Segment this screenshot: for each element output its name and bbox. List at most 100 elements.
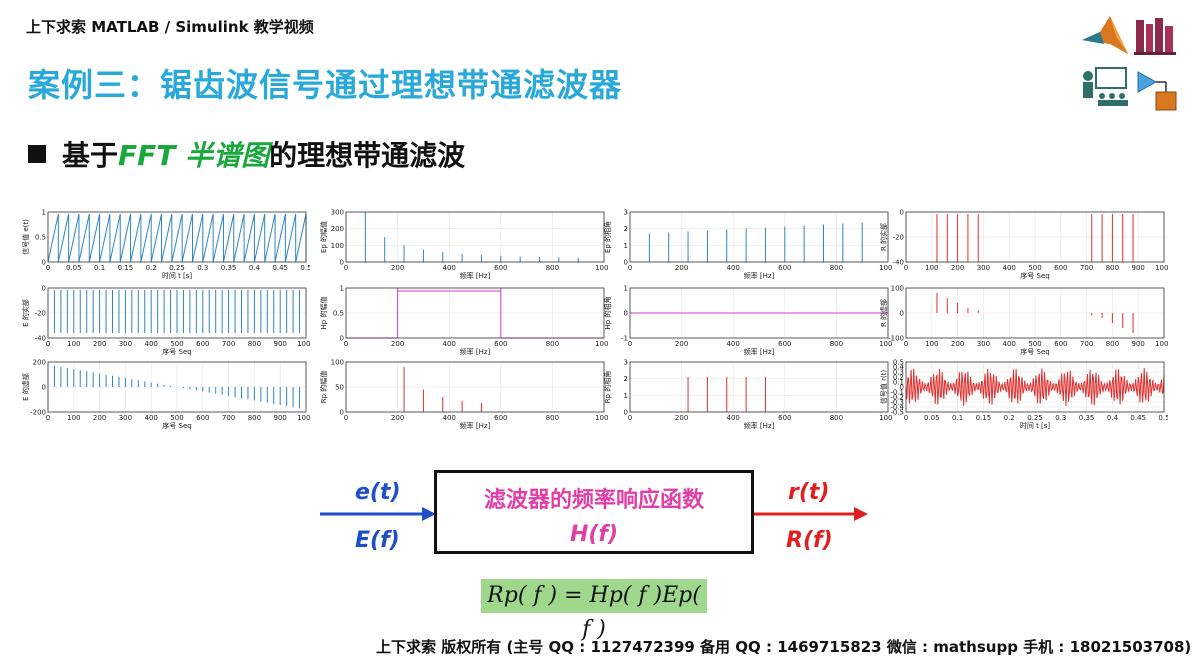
x-tick-label: 600	[1054, 340, 1067, 348]
x-tick-label: 0.05	[924, 414, 940, 422]
y-tick-label: 0	[900, 384, 904, 392]
x-tick-label: 0	[46, 264, 50, 272]
x-tick-label: 0.45	[1130, 414, 1146, 422]
plot-panel: 010020030040050060070080090010001000-100…	[878, 282, 1168, 357]
x-tick-label: 0.45	[272, 264, 288, 272]
x-tick-label: 0	[628, 340, 632, 348]
axes-frame	[905, 211, 1165, 263]
y-axis-label: E 的实部	[21, 299, 30, 327]
x-tick-label: 600	[778, 414, 791, 422]
x-tick-label: 0.1	[952, 414, 963, 422]
x-axis-label: 序号 Seq	[162, 347, 191, 356]
bullet-row: 基于 FFT 半谱图 的理想带通滤波	[28, 134, 465, 174]
x-tick-label: 100	[925, 340, 938, 348]
y-tick-label: 1	[624, 242, 628, 250]
output-freq-label: R(f)	[786, 528, 833, 553]
plot-svg: 020040060080010003210频率 [Hz]Rp 的相角	[603, 359, 892, 431]
x-axis-label: 频率 [Hz]	[460, 347, 491, 356]
y-tick-label: 0	[340, 259, 344, 267]
x-tick-label: 800	[1106, 264, 1119, 272]
x-tick-label: 600	[494, 340, 507, 348]
y-tick-label: 1	[624, 285, 628, 293]
y-tick-label: 0	[624, 409, 628, 417]
y-tick-label: 0.5	[893, 359, 904, 367]
x-tick-label: 700	[1080, 340, 1093, 348]
y-tick-label: -1	[621, 335, 628, 343]
y-tick-label: 3	[624, 209, 628, 217]
y-tick-label: 100	[891, 285, 904, 293]
x-tick-label: 0	[904, 414, 908, 422]
plot-svg: 010020030040050060070080090010002000-200…	[21, 359, 310, 431]
y-tick-label: 0	[900, 209, 904, 217]
x-tick-label: 900	[1132, 264, 1145, 272]
x-tick-label: 0.35	[221, 264, 237, 272]
x-tick-label: 0	[628, 264, 632, 272]
y-tick-label: 0	[900, 310, 904, 318]
x-tick-label: 200	[391, 414, 404, 422]
y-tick-label: -40	[35, 335, 46, 343]
y-tick-label: 200	[33, 359, 46, 367]
x-tick-label: 400	[727, 264, 740, 272]
x-tick-label: 400	[145, 340, 158, 348]
x-tick-label: 600	[196, 414, 209, 422]
plot-svg: 010020030040050060070080090010000-20-40序…	[21, 285, 310, 357]
y-tick-label: 300	[331, 209, 344, 217]
y-tick-label: 1	[624, 392, 628, 400]
plot-svg: 020040060080010003210频率 [Hz]Ep 的相角	[603, 209, 892, 281]
axes-frame	[47, 361, 307, 413]
x-tick-label: 0	[344, 340, 348, 348]
signal-trace	[936, 293, 1134, 333]
input-freq-label: E(f)	[355, 528, 400, 553]
matlab-logo-icon	[1082, 16, 1128, 54]
signal-trace	[687, 377, 766, 412]
y-tick-label: 0.5	[333, 310, 344, 318]
x-tick-label: 0.2	[146, 264, 157, 272]
x-tick-label: 0.4	[249, 264, 261, 272]
y-axis-label: 信号值 e(t)	[21, 219, 30, 255]
y-tick-label: 0	[42, 285, 46, 293]
x-tick-label: 400	[727, 340, 740, 348]
signal-trace	[53, 365, 301, 409]
y-tick-label: -40	[893, 259, 904, 267]
y-tick-label: 50	[335, 384, 344, 392]
y-tick-label: 0.5	[35, 234, 46, 242]
y-axis-label: 信号值 r(t)	[879, 370, 888, 405]
x-tick-label: 300	[977, 264, 990, 272]
x-tick-label: 0.25	[169, 264, 185, 272]
input-time-label: e(t)	[355, 480, 401, 505]
plot-panel: 020040060080010003210频率 [Hz]Ep 的相角	[602, 206, 892, 281]
x-tick-label: 200	[675, 414, 688, 422]
x-tick-label: 0	[344, 264, 348, 272]
x-axis-label: 频率 [Hz]	[460, 271, 491, 280]
x-tick-label: 800	[248, 414, 261, 422]
y-tick-label: 0	[42, 384, 46, 392]
y-tick-label: -0.1	[890, 389, 904, 397]
x-tick-label: 600	[494, 414, 507, 422]
y-tick-label: 0	[624, 259, 628, 267]
x-tick-label: 300	[119, 340, 132, 348]
x-tick-label: 0.5	[300, 264, 310, 272]
x-tick-label: 800	[830, 414, 843, 422]
plot-svg: 02004006008001000100500频率 [Hz]Rp 的幅值	[319, 359, 608, 431]
y-tick-label: 2	[624, 375, 628, 383]
simulink-block-icon	[1137, 71, 1177, 111]
plot-panel: 020040060080010003002001000频率 [Hz]Ep 的幅值	[318, 206, 608, 281]
x-tick-label: 600	[1054, 264, 1067, 272]
x-tick-label: 400	[443, 264, 456, 272]
plot-panel: 0200400600800100010-1频率 [Hz]Hp 的相角	[602, 282, 892, 357]
y-tick-label: -20	[35, 310, 46, 318]
axes-frame	[345, 211, 605, 263]
x-tick-label: 0	[904, 264, 908, 272]
library-books-icon	[1134, 18, 1176, 55]
bullet-highlight: FFT 半谱图	[118, 139, 270, 172]
